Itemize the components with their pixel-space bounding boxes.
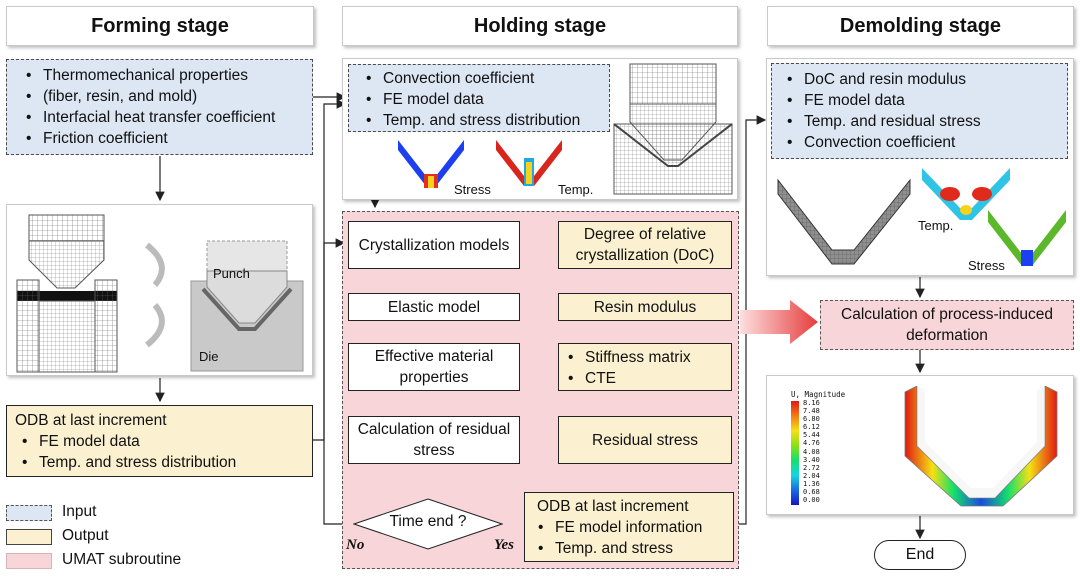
die-label: Die xyxy=(199,349,219,364)
demolding-input-item: Temp. and residual stress xyxy=(780,111,1059,132)
demolding-temp-label: Temp. xyxy=(918,218,954,233)
forming-stage-header: Forming stage xyxy=(6,6,314,46)
calc-deformation-box: Calculation of process-induced deformati… xyxy=(820,300,1074,350)
contour-value: 5.44 xyxy=(803,431,820,440)
holding-odb-item: Temp. and stress xyxy=(531,538,727,559)
forming-mesh-figure xyxy=(16,214,304,373)
elastic-model-box: Elastic model xyxy=(348,293,520,321)
legend-umat-label: UMAT subroutine xyxy=(62,551,182,568)
forming-mesh-panel: Punch Die xyxy=(6,204,313,376)
demolding-stress-label: Stress xyxy=(968,258,1005,273)
legend-input-label: Input xyxy=(62,503,97,520)
contour-title: U, Magnitude xyxy=(791,390,846,399)
demolding-input-item: DoC and resin modulus xyxy=(780,69,1059,90)
time-end-decision xyxy=(353,498,503,550)
contour-legend: 8.16 7.48 6.80 6.12 5.44 4.76 4.08 3.40 … xyxy=(791,399,831,505)
resin-modulus-box: Resin modulus xyxy=(558,293,732,321)
legend-output-swatch xyxy=(6,529,52,545)
legend: Input Output UMAT subroutine xyxy=(6,502,226,572)
residual-calc-box: Calculation of residual stress xyxy=(348,416,520,464)
forming-odb-item: FE model data xyxy=(15,431,304,452)
forming-input-box: Thermomechanical properties (fiber, resi… xyxy=(6,59,313,155)
forming-input-item: (fiber, resin, and mold) xyxy=(19,86,304,107)
residual-stress-box: Residual stress xyxy=(558,416,732,464)
contour-value: 6.80 xyxy=(803,415,820,424)
contour-value: 2.04 xyxy=(803,471,820,480)
contour-value: 3.40 xyxy=(803,455,820,464)
doc-output-box: Degree of relative crystallization (DoC) xyxy=(558,221,732,269)
holding-input-item: Convection coefficient xyxy=(359,68,601,89)
holding-odb-title: ODB at last increment xyxy=(537,498,689,515)
holding-input-item: Temp. and stress distribution xyxy=(359,110,601,131)
deformed-part-figure xyxy=(904,386,1058,507)
time-end-label: Time end ? xyxy=(389,513,467,530)
demolding-input-item: FE model data xyxy=(780,90,1059,111)
contour-value: 8.16 xyxy=(803,399,820,407)
no-label: No xyxy=(346,537,365,553)
punch-label: Punch xyxy=(213,266,250,281)
crystallization-models-box: Crystallization models xyxy=(348,221,520,269)
holding-odb-box: ODB at last increment FE model informati… xyxy=(524,492,734,562)
contour-value: 4.08 xyxy=(803,447,820,456)
contour-value: 0.68 xyxy=(803,488,820,497)
holding-stage-header: Holding stage xyxy=(342,6,738,46)
holding-stress-label: Stress xyxy=(454,182,491,197)
demolding-stress-contour xyxy=(988,210,1066,266)
yes-label: Yes xyxy=(494,537,514,553)
legend-output-label: Output xyxy=(62,527,109,544)
end-terminal: End xyxy=(874,540,966,570)
deformation-contour-panel: U, Magnitude 8.16 7.48 6.80 6.12 5.44 4.… xyxy=(766,375,1074,515)
red-arrow xyxy=(740,300,818,344)
holding-temp-label: Temp. xyxy=(558,182,594,197)
demolding-mesh-figure xyxy=(777,178,911,265)
effective-properties-box: Effective material properties xyxy=(348,343,520,391)
holding-stress-contour xyxy=(398,140,464,188)
legend-umat-swatch xyxy=(6,553,52,569)
holding-input-box: Convection coefficient FE model data Tem… xyxy=(348,64,610,132)
demolding-stage-header: Demolding stage xyxy=(767,6,1074,46)
forming-odb-item: Temp. and stress distribution xyxy=(15,452,304,473)
holding-odb-item: FE model information xyxy=(531,517,727,538)
contour-value: 7.48 xyxy=(803,407,820,416)
holding-stage-title: Holding stage xyxy=(473,14,607,37)
contour-value: 6.12 xyxy=(803,423,820,432)
forming-odb-title: ODB at last increment xyxy=(15,412,167,429)
demolding-temp-contour xyxy=(922,168,1010,220)
stiffness-cte-box: Stiffness matrix CTE xyxy=(558,343,732,391)
forming-stage-title: Forming stage xyxy=(91,14,229,37)
forming-input-item: Interfacial heat transfer coefficient xyxy=(19,107,304,128)
contour-value: 2.72 xyxy=(803,463,820,472)
cte-item: CTE xyxy=(561,368,729,389)
holding-temp-contour xyxy=(496,140,562,186)
forming-input-item: Friction coefficient xyxy=(19,128,304,149)
demolding-stage-title: Demolding stage xyxy=(839,14,1002,37)
contour-value: 1.36 xyxy=(803,479,820,488)
legend-input-swatch xyxy=(6,505,52,521)
forming-odb-box: ODB at last increment FE model data Temp… xyxy=(6,405,313,477)
forming-input-item: Thermomechanical properties xyxy=(19,65,304,86)
contour-value: 0.00 xyxy=(803,496,820,505)
holding-mesh-figure xyxy=(613,63,733,195)
contour-value: 4.76 xyxy=(803,439,820,448)
demolding-input-box: DoC and resin modulus FE model data Temp… xyxy=(771,63,1068,159)
stiffness-matrix-item: Stiffness matrix xyxy=(561,347,729,368)
demolding-input-item: Convection coefficient xyxy=(780,132,1059,153)
holding-input-item: FE model data xyxy=(359,89,601,110)
